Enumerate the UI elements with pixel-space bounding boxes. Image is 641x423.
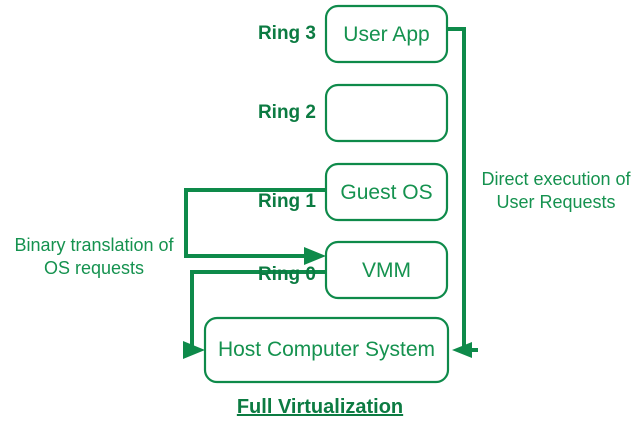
connector-ring0-vmm-to-host: [183, 270, 326, 359]
box-guest-os: [324, 162, 449, 222]
box-vmm: [324, 240, 449, 300]
ring-label-ring-2: Ring 2: [257, 102, 316, 123]
arrowhead-to-host-right: [452, 342, 472, 358]
box-label-host-computer-system: Host Computer System: [217, 338, 436, 361]
ring-label-ring-1: Ring 1: [257, 191, 316, 212]
ring-label-ring-3: Ring 3: [257, 23, 316, 44]
annotation-binary-translation-line2: OS requests: [43, 257, 145, 278]
annotation-direct-execution: Direct execution of User Requests: [472, 168, 640, 213]
arrowhead-to-vmm: [304, 247, 326, 265]
diagram-title: Full Virtualization: [236, 396, 404, 418]
connector-direct-execution: [447, 27, 478, 358]
ring-label-ring-0: Ring 0: [257, 264, 316, 285]
connector-ring1-guest-to-vmm: [184, 188, 326, 265]
box-label-guest-os: Guest OS: [340, 181, 433, 204]
box-user-app: [324, 4, 449, 64]
annotation-binary-translation-line1: Binary translation of: [14, 235, 174, 255]
box-label-user-app: User App: [343, 23, 430, 46]
annotation-direct-execution-line2: User Requests: [496, 191, 616, 212]
box-ring2-empty: [324, 83, 449, 143]
arrowhead-to-host-left: [183, 341, 205, 359]
annotation-direct-execution-line1: Direct execution of: [481, 169, 631, 189]
annotation-binary-translation: Binary translation of OS requests: [4, 234, 184, 279]
box-label-vmm: VMM: [362, 259, 411, 282]
box-host-computer-system: [203, 316, 450, 384]
